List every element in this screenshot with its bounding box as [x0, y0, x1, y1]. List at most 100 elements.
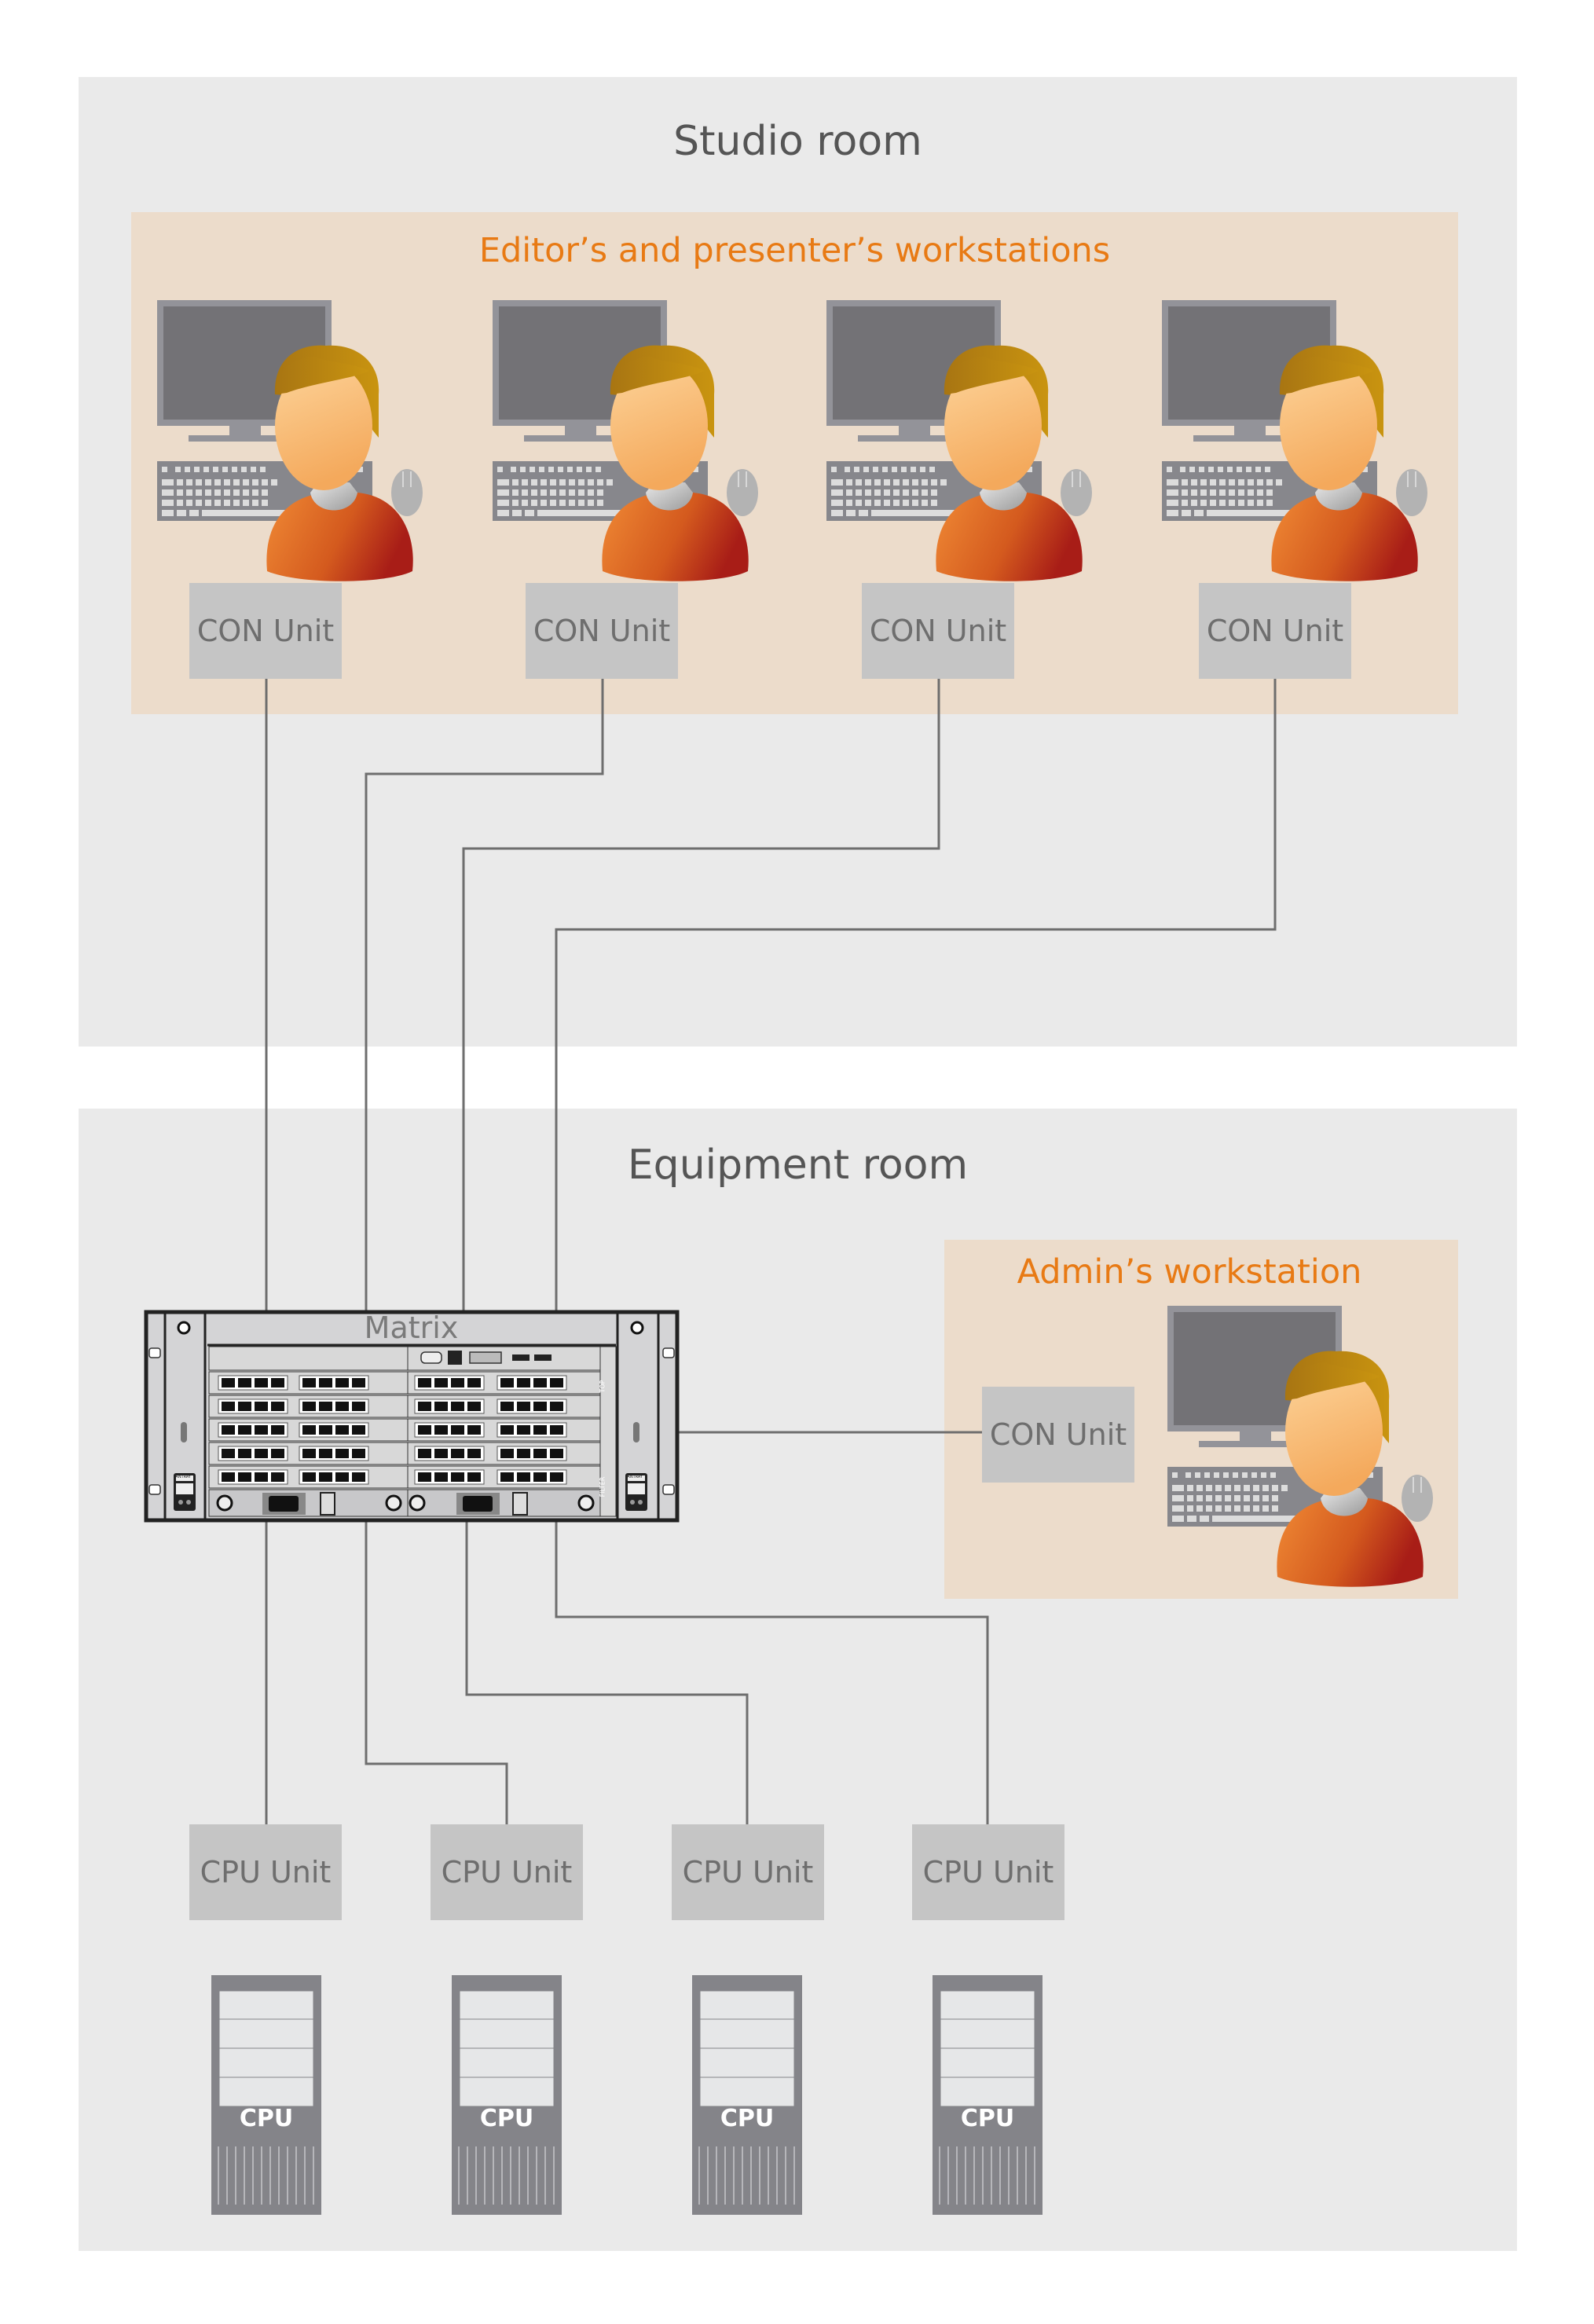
rj45-port[interactable]: [418, 1449, 431, 1458]
rj45-port[interactable]: [222, 1472, 235, 1482]
rj45-port[interactable]: [222, 1449, 235, 1458]
rj45-port[interactable]: [434, 1472, 448, 1482]
rj45-port[interactable]: [352, 1402, 365, 1411]
rj45-port[interactable]: [255, 1449, 268, 1458]
rj45-port[interactable]: [302, 1378, 316, 1387]
rj45-port[interactable]: [319, 1425, 332, 1435]
rj45-port[interactable]: [271, 1425, 284, 1435]
rj45-port[interactable]: [434, 1449, 448, 1458]
rj45-port[interactable]: [517, 1378, 530, 1387]
rj45-port[interactable]: [500, 1472, 514, 1482]
rj45-port[interactable]: [271, 1402, 284, 1411]
rj45-port[interactable]: [500, 1402, 514, 1411]
rj45-port[interactable]: [500, 1449, 514, 1458]
rj45-port[interactable]: [434, 1402, 448, 1411]
cpu-unit-3[interactable]: CPU Unit: [672, 1824, 824, 1920]
equipment-room-title: Equipment room: [627, 1142, 969, 1189]
rj45-port[interactable]: [533, 1449, 547, 1458]
rj45-port[interactable]: [255, 1402, 268, 1411]
rj45-port[interactable]: [533, 1425, 547, 1435]
rj45-port[interactable]: [238, 1449, 251, 1458]
rj45-port[interactable]: [319, 1449, 332, 1458]
rj45-port[interactable]: [517, 1425, 530, 1435]
rj45-port[interactable]: [500, 1378, 514, 1387]
rj45-port[interactable]: [352, 1378, 365, 1387]
workstations-zone-title: Editor’s and presenter’s workstations: [478, 231, 1111, 270]
power-switch[interactable]: [512, 1492, 528, 1516]
port-block: [299, 1469, 369, 1485]
rj45-port[interactable]: [451, 1472, 464, 1482]
rj45-port[interactable]: [418, 1425, 431, 1435]
rj45-port[interactable]: [467, 1425, 481, 1435]
rj45-port[interactable]: [467, 1449, 481, 1458]
rj45-port[interactable]: [451, 1425, 464, 1435]
rj45-port[interactable]: [222, 1425, 235, 1435]
cpu-unit-4[interactable]: CPU Unit: [912, 1824, 1064, 1920]
rj45-port[interactable]: [451, 1402, 464, 1411]
wire-matrix-cpu2: [365, 1520, 508, 1824]
con-unit-3[interactable]: CON Unit: [862, 583, 1014, 679]
rj45-port[interactable]: [550, 1449, 563, 1458]
rj45-port[interactable]: [271, 1378, 284, 1387]
con-unit-1[interactable]: CON Unit: [189, 583, 342, 679]
rj45-port[interactable]: [467, 1378, 481, 1387]
rj45-port[interactable]: [319, 1402, 332, 1411]
rj45-port[interactable]: [335, 1402, 349, 1411]
rj45-port[interactable]: [319, 1378, 332, 1387]
con-unit-2[interactable]: CON Unit: [526, 583, 678, 679]
rj45-port[interactable]: [302, 1425, 316, 1435]
rj45-port[interactable]: [319, 1472, 332, 1482]
rj45-port[interactable]: [550, 1425, 563, 1435]
rj45-port[interactable]: [222, 1402, 235, 1411]
rj45-port[interactable]: [352, 1449, 365, 1458]
rj45-port[interactable]: [352, 1425, 365, 1435]
rj45-port[interactable]: [271, 1472, 284, 1482]
port-rows: [208, 1371, 601, 1489]
rj45-port[interactable]: [418, 1402, 431, 1411]
rj45-port[interactable]: [451, 1378, 464, 1387]
rj45-port[interactable]: [434, 1378, 448, 1387]
con-unit-4[interactable]: CON Unit: [1199, 583, 1351, 679]
rj45-port[interactable]: [238, 1402, 251, 1411]
rj45-port[interactable]: [302, 1472, 316, 1482]
rj45-port[interactable]: [352, 1472, 365, 1482]
rj45-port[interactable]: [550, 1402, 563, 1411]
rj45-port[interactable]: [467, 1472, 481, 1482]
rj45-port[interactable]: [533, 1472, 547, 1482]
rj45-port[interactable]: [418, 1378, 431, 1387]
rj45-port[interactable]: [533, 1402, 547, 1411]
fantray-right: [625, 1473, 647, 1511]
rj45-port[interactable]: [451, 1449, 464, 1458]
rj45-port[interactable]: [238, 1378, 251, 1387]
rj45-port[interactable]: [302, 1402, 316, 1411]
rj45-port[interactable]: [255, 1472, 268, 1482]
port-block: [218, 1446, 288, 1461]
rj45-port[interactable]: [335, 1425, 349, 1435]
rj45-port[interactable]: [335, 1472, 349, 1482]
rj45-port[interactable]: [517, 1402, 530, 1411]
rj45-port[interactable]: [500, 1425, 514, 1435]
rj45-port[interactable]: [335, 1378, 349, 1387]
rj45-port[interactable]: [550, 1472, 563, 1482]
cpu-unit-1[interactable]: CPU Unit: [189, 1824, 342, 1920]
rj45-port[interactable]: [467, 1402, 481, 1411]
rj45-port[interactable]: [434, 1425, 448, 1435]
rj45-port[interactable]: [271, 1449, 284, 1458]
rj45-port[interactable]: [238, 1425, 251, 1435]
rj45-port[interactable]: [517, 1449, 530, 1458]
rj45-port[interactable]: [255, 1378, 268, 1387]
rj45-port[interactable]: [418, 1472, 431, 1482]
rj45-port[interactable]: [335, 1449, 349, 1458]
rj45-port[interactable]: [222, 1378, 235, 1387]
cpu-unit-2[interactable]: CPU Unit: [431, 1824, 583, 1920]
rj45-port[interactable]: [517, 1472, 530, 1482]
rj45-port[interactable]: [238, 1472, 251, 1482]
admin-con-unit[interactable]: CON Unit: [982, 1387, 1134, 1483]
rj45-port[interactable]: [302, 1449, 316, 1458]
rj45-port[interactable]: [255, 1425, 268, 1435]
power-switch[interactable]: [320, 1492, 335, 1516]
rj45-port[interactable]: [533, 1378, 547, 1387]
rj45-port[interactable]: [550, 1378, 563, 1387]
